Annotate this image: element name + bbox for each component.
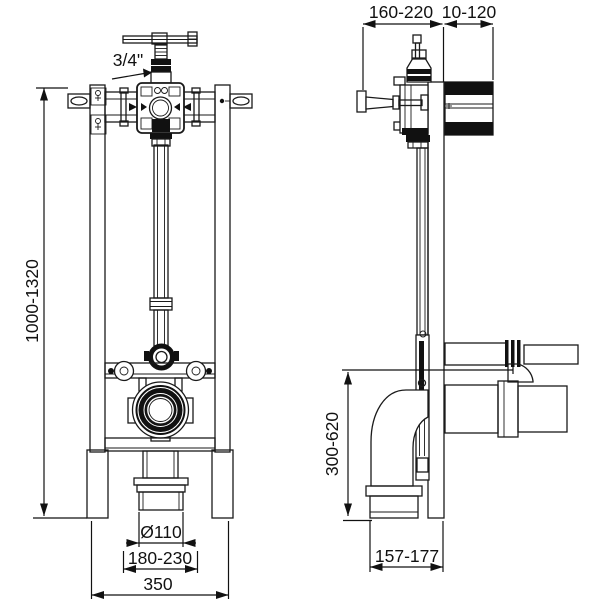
dim-frame-height: 1000-1320 — [22, 259, 42, 343]
side-view: 160-220 10-120 300-620 157-177 — [322, 2, 579, 572]
rail-marker-icon-2 — [90, 114, 107, 135]
left-wall-bracket — [67, 93, 91, 109]
front-flush-pipe — [149, 144, 173, 347]
actuator-rod — [356, 90, 429, 113]
rail-marker-icon-1 — [90, 87, 107, 106]
side-rail — [427, 81, 445, 519]
front-dimensions: 1000-1320 Ø110 180-230 350 — [22, 87, 230, 599]
dim-frame-depth: 160-220 — [369, 2, 433, 22]
left-foot — [86, 449, 109, 519]
waste-elbow — [365, 389, 429, 519]
front-left-rail — [89, 84, 106, 453]
wc-flush-pipe — [444, 340, 579, 383]
dim-outlet-floor-offset: 157-177 — [375, 546, 439, 566]
supply-pipe-bar — [122, 31, 198, 47]
supply-size-callout: 3/4" — [111, 50, 152, 80]
cross-bar — [104, 360, 216, 392]
right-foot — [211, 449, 234, 519]
side-flush-pipe — [416, 147, 429, 336]
supply-size-label: 3/4" — [113, 50, 144, 70]
flush-pipe-fitting — [144, 343, 179, 371]
waste-opening — [127, 381, 194, 442]
front-right-rail — [214, 84, 231, 453]
dim-frame-width: 350 — [143, 574, 172, 594]
drain-outlet-stub — [133, 450, 189, 511]
flush-valve-body — [136, 82, 185, 134]
valve-support-arm-right — [182, 87, 216, 127]
valve-lock-nut — [150, 133, 172, 147]
right-wall-bracket — [219, 93, 253, 109]
side-dimensions: 160-220 10-120 300-620 157-177 — [322, 2, 514, 572]
wall-mount-block — [444, 81, 494, 136]
dim-outlet-depth-range: 180-230 — [128, 548, 192, 568]
dim-outlet-height-range: 300-620 — [322, 412, 342, 476]
valve-support-arm-left — [104, 87, 138, 127]
dim-outlet-diameter: Ø110 — [140, 522, 182, 542]
side-valve-assembly — [393, 34, 432, 149]
dim-wall-offset: 10-120 — [442, 2, 497, 22]
valve-stem — [150, 44, 172, 84]
lower-cross-bar — [104, 437, 216, 452]
wc-waste-pipe — [444, 380, 568, 438]
front-view: 3/4" — [22, 31, 253, 599]
